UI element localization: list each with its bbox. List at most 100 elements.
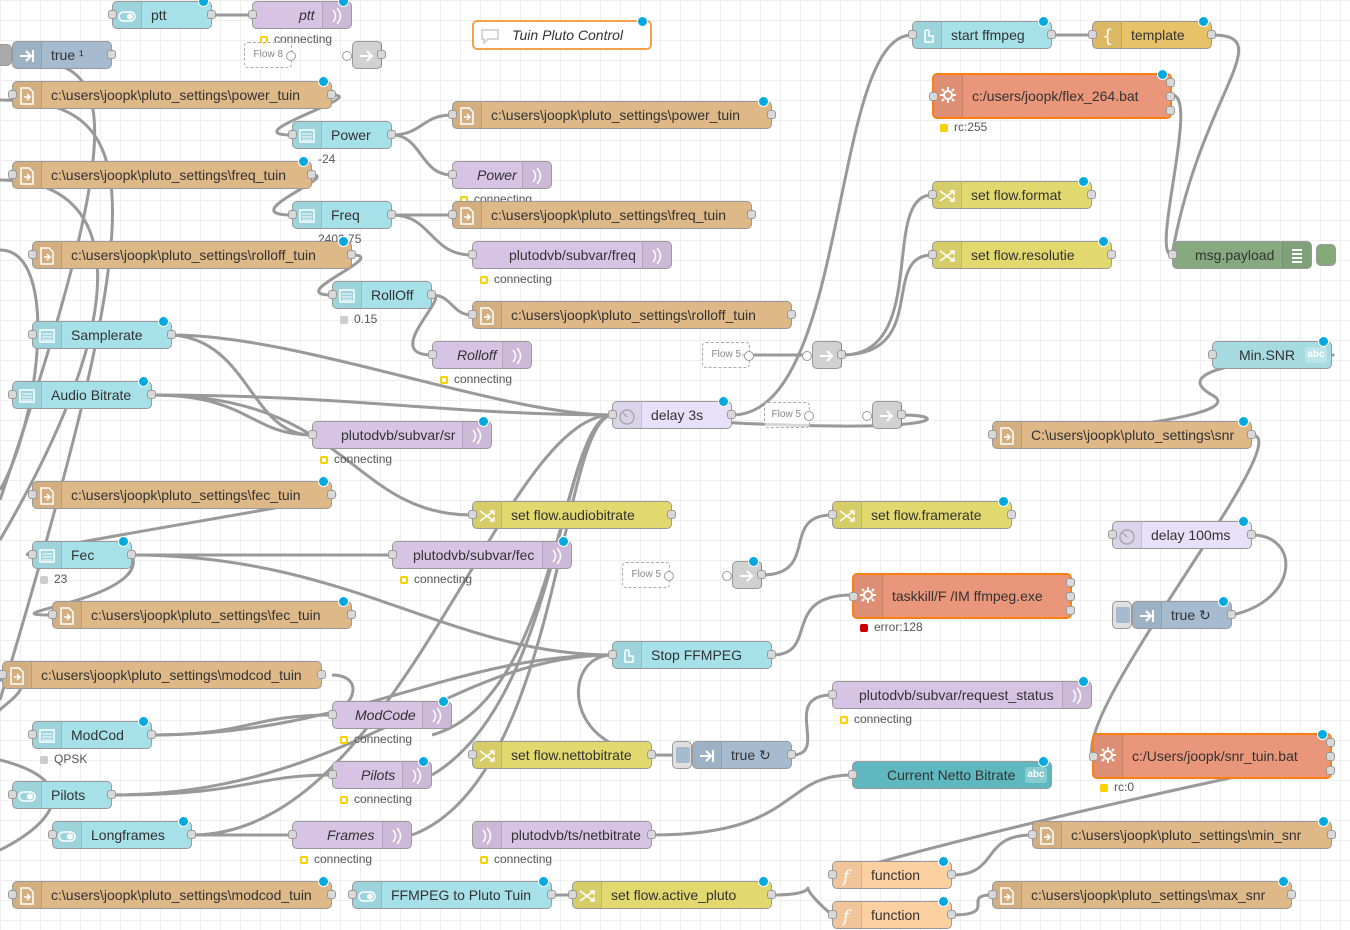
output-port[interactable] (347, 610, 356, 619)
output-port-rc[interactable] (1326, 766, 1335, 775)
output-port[interactable] (1207, 30, 1216, 39)
input-port[interactable] (8, 890, 17, 899)
input-port[interactable] (849, 592, 858, 601)
output-port[interactable] (837, 350, 846, 359)
output-port[interactable] (387, 210, 396, 219)
output-port[interactable] (647, 830, 656, 839)
output-port[interactable] (1107, 250, 1116, 259)
rolloff-websocket-node[interactable]: Rolloff (428, 341, 532, 369)
output-port-stderr[interactable] (1166, 92, 1175, 101)
input-port[interactable] (348, 890, 357, 899)
file-in-rolloff-tuin[interactable]: c:\users\joopk\pluto_settings\rolloff_tu… (28, 236, 356, 269)
output-port[interactable] (347, 250, 356, 259)
input-port[interactable] (448, 110, 457, 119)
input-port[interactable] (288, 210, 297, 219)
set-framerate-change-node[interactable]: set flow.framerate (828, 496, 1016, 529)
input-port[interactable] (908, 30, 917, 39)
link-in-node[interactable] (872, 401, 906, 429)
input-port[interactable] (0, 670, 7, 679)
samplerate-dropdown-node[interactable]: Samplerate (28, 316, 176, 349)
frames-websocket-node[interactable]: Frames (288, 821, 412, 849)
file-in-power-tuin[interactable]: c:\users\joopk\pluto_settings\power_tuin (8, 76, 336, 109)
output-port[interactable] (107, 790, 116, 799)
output-port[interactable] (947, 870, 956, 879)
inject-button[interactable] (672, 741, 692, 769)
power-websocket-node[interactable]: Power (448, 161, 552, 189)
output-port-rc[interactable] (1166, 106, 1175, 115)
input-port[interactable] (448, 210, 457, 219)
output-port[interactable] (107, 50, 116, 59)
function-node-1[interactable]: f function (828, 856, 956, 889)
input-port[interactable] (28, 730, 37, 739)
output-port[interactable] (167, 330, 176, 339)
set-format-change-node[interactable]: set flow.format (928, 176, 1096, 209)
file-in-snr-node[interactable]: C:\users\joopk\pluto_settings\snr (988, 416, 1256, 449)
input-port[interactable] (8, 90, 17, 99)
exec-taskkill-node[interactable]: taskkill/F /IM ffmpeg.exe (849, 573, 1075, 619)
link-in-node[interactable] (812, 341, 846, 369)
input-port[interactable] (848, 770, 857, 779)
input-port[interactable] (448, 170, 457, 179)
output-port[interactable] (747, 210, 756, 219)
input-port[interactable] (8, 170, 17, 179)
comment-node[interactable]: Tuin Pluto Control (472, 16, 652, 50)
input-port[interactable] (108, 10, 117, 19)
output-port[interactable] (767, 890, 776, 899)
pilots-websocket-node[interactable]: Pilots (328, 756, 432, 789)
input-port[interactable] (28, 250, 37, 259)
output-port[interactable] (667, 510, 676, 519)
input-port[interactable] (328, 290, 337, 299)
ffmpeg-to-pluto-switch-node[interactable]: FFMPEG to Pluto Tuin (348, 876, 556, 909)
output-port[interactable] (1007, 510, 1016, 519)
input-port[interactable] (1089, 752, 1098, 761)
input-port[interactable] (468, 310, 477, 319)
ptt-websocket-node[interactable]: ptt (248, 0, 352, 29)
output-port[interactable] (387, 130, 396, 139)
input-port[interactable] (288, 130, 297, 139)
input-port[interactable] (248, 10, 257, 19)
output-port[interactable] (757, 570, 766, 579)
input-port[interactable] (929, 92, 938, 101)
plutodvb-fec-websocket[interactable]: plutodvb/subvar/fec (388, 536, 572, 569)
input-port[interactable] (28, 330, 37, 339)
output-port[interactable] (317, 670, 326, 679)
input-port[interactable] (468, 510, 477, 519)
output-port[interactable] (1247, 530, 1256, 539)
output-port[interactable] (307, 170, 316, 179)
link-in-node[interactable] (352, 41, 386, 69)
modcod-dropdown-node[interactable]: ModCod (28, 716, 156, 749)
link-out-flow8[interactable]: Flow 8 (244, 42, 292, 68)
input-port[interactable] (568, 890, 577, 899)
output-port[interactable] (787, 310, 796, 319)
true-inject-node-mid[interactable]: true ↻ (692, 741, 796, 769)
set-resolutie-change-node[interactable]: set flow.resolutie (928, 236, 1116, 269)
link-out-flow5[interactable]: Flow 5 (702, 342, 750, 368)
template-node[interactable]: { template (1088, 16, 1216, 49)
power-dropdown-node[interactable]: Power (288, 121, 396, 149)
debug-toggle-button[interactable] (1316, 244, 1336, 266)
file-out-modcod-tuin[interactable]: c:\users\joopk\pluto_settings\modcod_tui… (8, 876, 336, 909)
inject-button[interactable] (1112, 601, 1132, 629)
input-port[interactable] (28, 490, 37, 499)
output-port[interactable] (147, 390, 156, 399)
input-port[interactable] (828, 690, 837, 699)
input-port[interactable] (468, 750, 477, 759)
pilots-switch-node[interactable]: Pilots (8, 781, 116, 809)
output-port[interactable] (947, 910, 956, 919)
audio-bitrate-dropdown-node[interactable]: Audio Bitrate (8, 376, 156, 409)
input-port[interactable] (28, 550, 37, 559)
output-port[interactable] (1047, 30, 1056, 39)
start-ffmpeg-button-node[interactable]: start ffmpeg (908, 16, 1056, 49)
file-out-freq-tuin[interactable]: c:\users\joopk\pluto_settings\freq_tuin (448, 201, 756, 229)
function-node-2[interactable]: f function (828, 896, 956, 929)
input-port[interactable] (1028, 830, 1037, 839)
input-port[interactable] (608, 410, 617, 419)
output-port[interactable] (897, 410, 906, 419)
input-port[interactable] (8, 790, 17, 799)
input-port[interactable] (328, 770, 337, 779)
delay-100ms-node[interactable]: delay 100ms (1108, 516, 1256, 549)
output-port-stderr[interactable] (1326, 752, 1335, 761)
output-port[interactable] (147, 730, 156, 739)
fec-dropdown-node[interactable]: Fec (28, 536, 136, 569)
true-inject-node-right[interactable]: true ↻ (1132, 596, 1236, 629)
